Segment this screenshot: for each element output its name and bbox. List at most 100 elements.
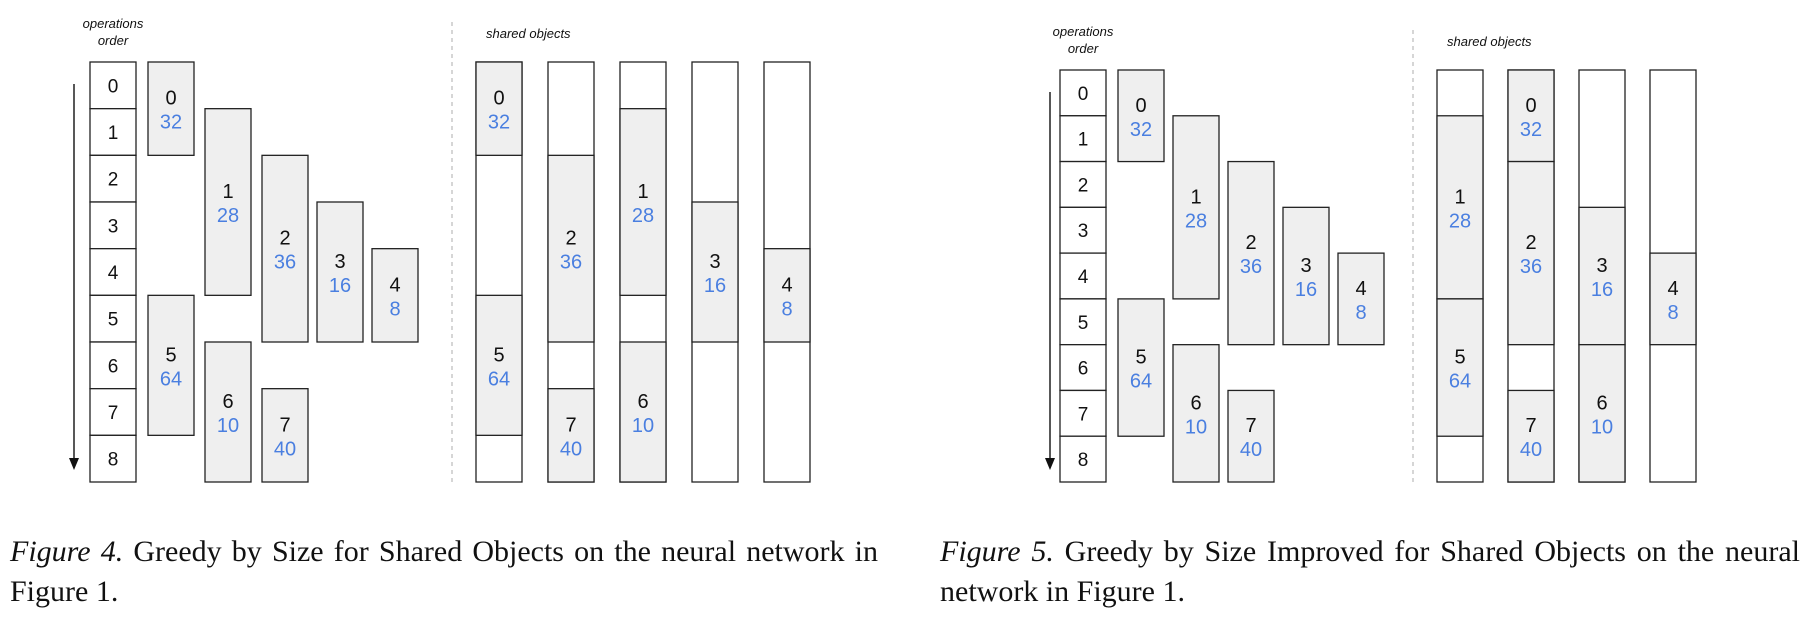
shared-object-segment [1578, 206, 1626, 346]
tensor-box-size-label: 28 [1185, 210, 1207, 232]
tensor-box-size-label: 16 [329, 275, 351, 297]
shared-object-segment-id-label: 1 [1454, 186, 1465, 208]
shared-object-segment-id-label: 3 [709, 251, 720, 273]
tensor-box-id-label: 6 [222, 391, 233, 413]
shared-object-segment [1507, 160, 1555, 346]
tensor-box-size-label: 64 [160, 368, 182, 390]
tensor-box-size-label: 64 [1130, 371, 1152, 393]
shared-objects-title: shared objects [486, 26, 571, 41]
shared-object-segment-id-label: 6 [1596, 392, 1607, 414]
tensor-box [261, 154, 309, 343]
operation-cell-label: 1 [1078, 130, 1089, 151]
caption-figure-4-text: Greedy by Size for Shared Objects on the… [10, 535, 878, 608]
tensor-box-size-label: 16 [1295, 279, 1317, 301]
shared-object-segment [1649, 252, 1697, 346]
tensor-box-id-label: 3 [334, 251, 345, 273]
tensor-box-id-label: 7 [279, 414, 290, 436]
tensor-box [371, 248, 419, 343]
tensor-box-id-label: 6 [1190, 392, 1201, 414]
operation-cell-label: 7 [1078, 404, 1089, 425]
tensor-box-id-label: 3 [1300, 255, 1311, 277]
caption-figure-5: Figure 5. Greedy by Size Improved for Sh… [940, 532, 1800, 612]
tensor-box-id-label: 5 [1135, 347, 1146, 369]
operation-cell-label: 6 [108, 356, 119, 377]
tensor-box-id-label: 2 [1245, 232, 1256, 254]
tensor-box-size-label: 8 [389, 298, 400, 320]
shared-object-segment-id-label: 6 [637, 391, 648, 413]
tensor-box-id-label: 7 [1245, 415, 1256, 437]
shared-object-segment-id-label: 3 [1596, 255, 1607, 277]
operation-cell-label: 8 [108, 450, 119, 471]
shared-object-segment-id-label: 5 [1454, 347, 1465, 369]
shared-object-segment [619, 341, 667, 483]
caption-figure-5-label: Figure 5. [940, 535, 1054, 568]
operation-cell [89, 294, 137, 343]
shared-object-segment [475, 294, 523, 436]
time-arrow-head [1045, 458, 1055, 470]
operation-cell-label: 5 [1078, 313, 1089, 334]
tensor-box-id-label: 2 [279, 228, 290, 250]
tensor-box [1172, 344, 1220, 483]
shared-object-segment-id-label: 1 [637, 181, 648, 203]
operation-cell [89, 388, 137, 436]
shared-object-segment [1507, 69, 1555, 163]
shared-object-segment-id-label: 2 [565, 228, 576, 250]
shared-object-segment-size-label: 36 [1520, 256, 1542, 278]
operation-cell [89, 434, 137, 483]
shared-object-segment-size-label: 40 [1520, 439, 1542, 461]
tensor-box-size-label: 10 [217, 415, 239, 437]
tensor-box-size-label: 36 [1240, 256, 1262, 278]
time-arrow-head [69, 458, 79, 470]
shared-object-segment-id-label: 7 [565, 414, 576, 436]
operation-cell-label: 0 [1078, 84, 1089, 105]
shared-object-segment-size-label: 64 [488, 368, 510, 390]
tensor-box-size-label: 40 [1240, 439, 1262, 461]
tensor-box-id-label: 4 [1355, 278, 1366, 300]
operation-cell [89, 108, 137, 156]
shared-object-segment-size-label: 28 [632, 205, 654, 227]
shared-object-segment-size-label: 40 [560, 438, 582, 460]
operation-cell-label: 2 [108, 170, 119, 191]
tensor-box [1282, 206, 1330, 346]
operation-cell-label: 7 [108, 403, 119, 424]
tensor-box-id-label: 4 [389, 274, 400, 296]
tensor-box [316, 201, 364, 343]
shared-object-segment-size-label: 16 [704, 275, 726, 297]
shared-object-segment [547, 154, 595, 343]
operation-cell-label: 3 [108, 216, 119, 237]
shared-object-segment-id-label: 0 [1525, 95, 1536, 117]
shared-object-segment [1436, 115, 1484, 300]
shared-object-segment [1578, 344, 1626, 483]
shared-object-segment-id-label: 2 [1525, 232, 1536, 254]
operation-cell [1059, 435, 1107, 483]
tensor-box-size-label: 28 [217, 205, 239, 227]
operation-cell-label: 6 [1078, 359, 1089, 380]
tensor-box [147, 294, 195, 436]
shared-object-segment-size-label: 8 [781, 298, 792, 320]
caption-figure-5-text: Greedy by Size Improved for Shared Objec… [940, 535, 1800, 608]
shared-object-segment [691, 201, 739, 343]
shared-object-segment-id-label: 7 [1525, 415, 1536, 437]
tensor-box [1172, 115, 1220, 300]
tensor-box-size-label: 8 [1355, 302, 1366, 324]
tensor-box [204, 108, 252, 296]
tensor-box-size-label: 36 [274, 252, 296, 274]
shared-object-segment [1436, 298, 1484, 437]
tensor-box [204, 341, 252, 483]
tensor-box [1117, 298, 1165, 437]
tensor-box-id-label: 5 [165, 344, 176, 366]
operation-cell [89, 341, 137, 390]
shared-object-segment [619, 108, 667, 296]
operation-cell-label: 1 [108, 123, 119, 144]
tensor-box [261, 388, 309, 483]
shared-object-segment-size-label: 32 [488, 112, 510, 134]
shared-objects-title: shared objects [1447, 34, 1532, 49]
tensor-box-id-label: 0 [165, 88, 176, 110]
shared-object-segment [1507, 389, 1555, 483]
operation-cell [1059, 160, 1107, 208]
tensor-box-size-label: 40 [274, 438, 296, 460]
tensor-box-size-label: 10 [1185, 416, 1207, 438]
shared-object-segment-size-label: 8 [1667, 302, 1678, 324]
tensor-box-id-label: 1 [222, 181, 233, 203]
